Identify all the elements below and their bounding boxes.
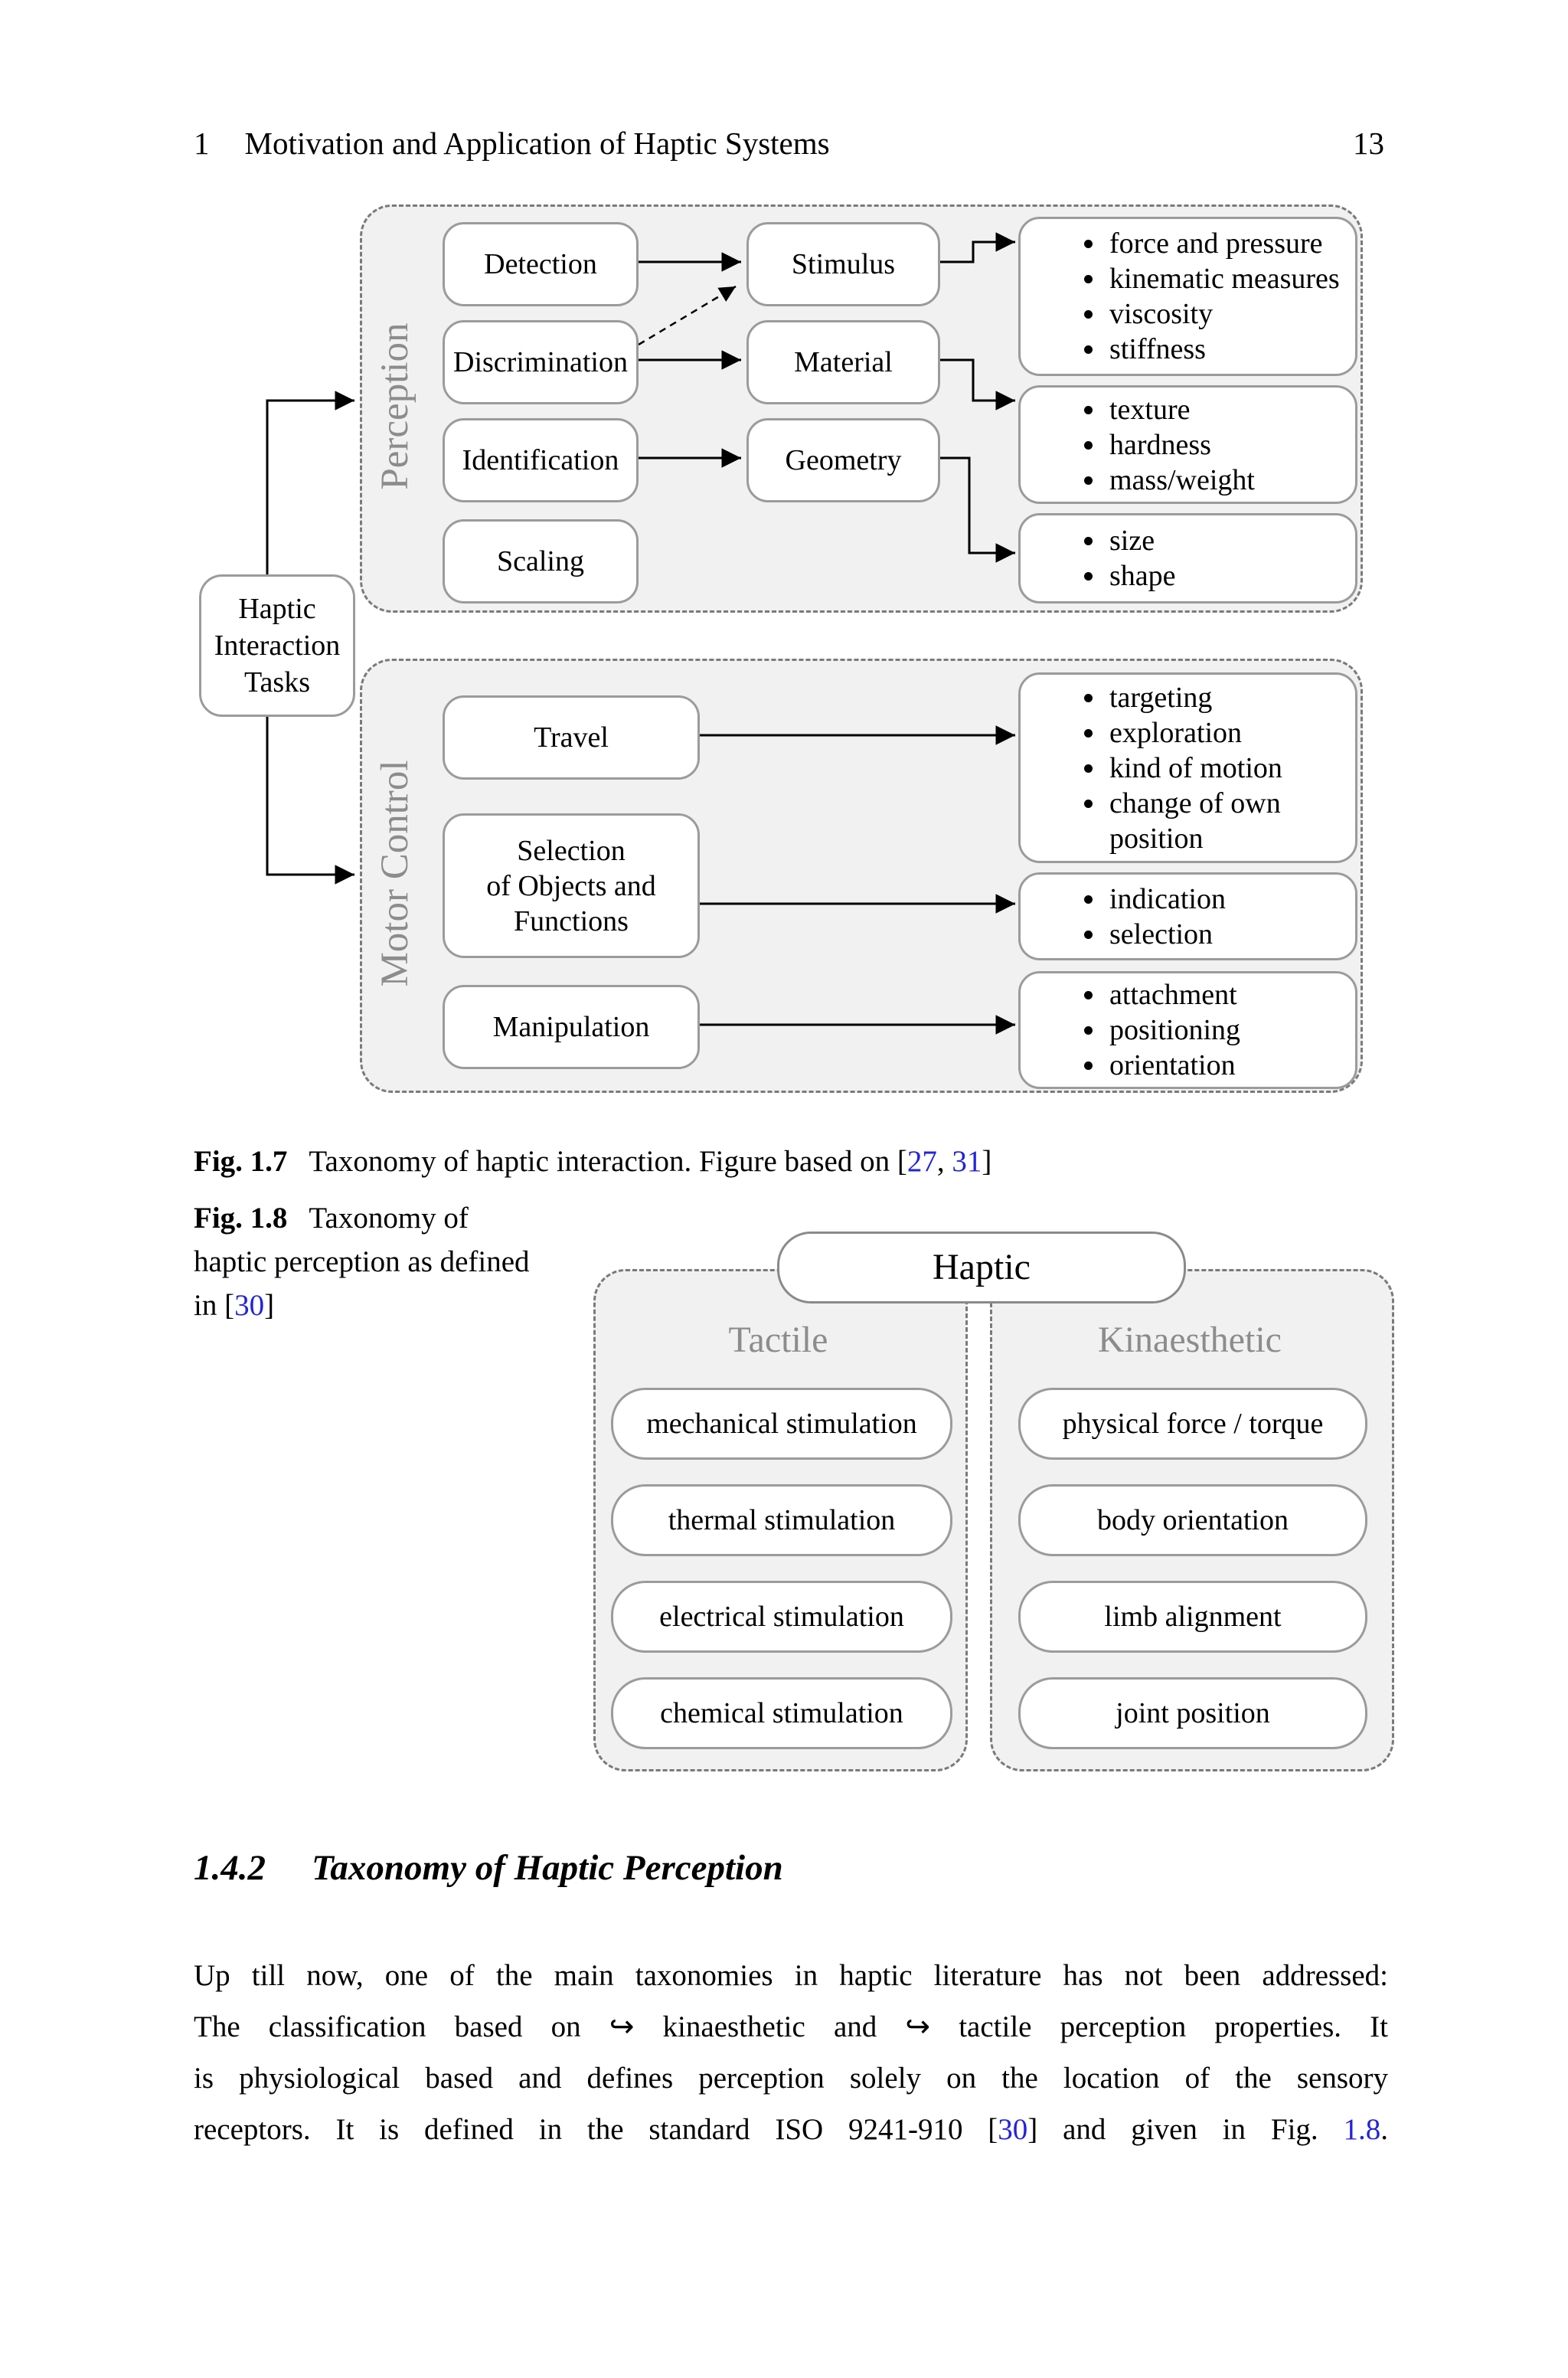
bullet-item: kinematic measures — [1106, 261, 1349, 296]
fig17-caption-text: Taxonomy of haptic interaction. Figure b… — [309, 1145, 907, 1178]
geometry-properties-box: size shape — [1018, 513, 1357, 603]
body-line: Up till now, one of the main taxonomies … — [194, 1959, 1388, 1992]
bullet-item: indication — [1106, 882, 1349, 917]
body-paragraph: Up till now, one of the main taxonomies … — [194, 1950, 1388, 2155]
fig18-caption-text: Taxonomy of — [309, 1202, 469, 1235]
fig18-caption-line1: Fig. 1.8 Taxonomy of — [194, 1196, 530, 1240]
fig18-caption-text: in [ — [194, 1289, 235, 1322]
selection-line: of Objects and — [486, 869, 656, 902]
material-properties-box: texture hardness mass/weight — [1018, 385, 1357, 504]
discrimination-box: Discrimination — [443, 320, 639, 404]
fig18-caption-label: Fig. 1.8 — [194, 1202, 288, 1235]
travel-properties-box: targeting exploration kind of motion cha… — [1018, 672, 1357, 863]
body-text-segment: ] and given in Fig. — [1027, 2113, 1344, 2146]
bullet-item: shape — [1106, 558, 1349, 594]
citation-link-30[interactable]: 30 — [234, 1289, 265, 1322]
body-text-segment: . — [1380, 2113, 1388, 2146]
bullet-item: stiffness — [1106, 332, 1349, 367]
tasks-line: Haptic — [238, 593, 316, 625]
bullet-item: change of own position — [1106, 786, 1349, 856]
body-orientation-box: body orientation — [1018, 1484, 1367, 1556]
bullet-item: force and pressure — [1106, 226, 1349, 261]
selection-box: Selection of Objects and Functions — [443, 813, 700, 958]
section-heading: 1.4.2 Taxonomy of Haptic Perception — [194, 1847, 783, 1889]
fig18-caption-line2: haptic perception as defined — [194, 1245, 530, 1278]
body-line: The classification based on ↪ kinaesthet… — [194, 2010, 1388, 2043]
bullet-item: positioning — [1106, 1012, 1349, 1048]
body-line: receptors. It is defined in the standard… — [194, 2104, 1388, 2155]
tasks-to-perception-arrow — [266, 391, 354, 574]
haptic-interaction-tasks-box: Haptic Interaction Tasks — [199, 574, 355, 717]
bullet-list: attachment positioning orientation — [1021, 977, 1355, 1083]
selection-line: Functions — [514, 904, 629, 937]
limb-alignment-box: limb alignment — [1018, 1581, 1367, 1653]
kinaesthetic-heading: Kinaesthetic — [1098, 1320, 1282, 1360]
physical-force-torque-box: physical force / torque — [1018, 1388, 1367, 1460]
chemical-stimulation-box: chemical stimulation — [611, 1677, 952, 1749]
bullet-item: size — [1106, 523, 1349, 558]
manipulation-properties-box: attachment positioning orientation — [1018, 971, 1357, 1089]
tasks-line: Tasks — [243, 666, 310, 698]
bullet-item: mass/weight — [1106, 463, 1349, 498]
selection-line: Selection — [517, 834, 626, 867]
page-number: 13 — [1353, 126, 1384, 161]
haptic-root-box: Haptic — [777, 1232, 1186, 1303]
chapter-number: 1 — [194, 126, 210, 161]
figure-link-1-8[interactable]: 1.8 — [1343, 2113, 1381, 2146]
manipulation-box: Manipulation — [443, 985, 700, 1069]
fig17-caption-label: Fig. 1.7 — [194, 1145, 288, 1178]
detection-box: Detection — [443, 222, 639, 306]
bullet-item: hardness — [1106, 427, 1349, 463]
citation-link-27[interactable]: 27 — [906, 1145, 937, 1178]
selection-properties-box: indication selection — [1018, 872, 1357, 960]
perception-rotated-label: Perception — [374, 322, 416, 490]
stimulus-box: Stimulus — [746, 222, 940, 306]
fig17-caption-close: ] — [982, 1145, 992, 1178]
citation-link-30-body[interactable]: 30 — [998, 2113, 1028, 2146]
bullet-list: force and pressure kinematic measures vi… — [1021, 226, 1355, 367]
bullet-list: size shape — [1021, 523, 1355, 594]
fig17-caption: Fig. 1.7 Taxonomy of haptic interaction. … — [194, 1140, 991, 1183]
tasks-line: Interaction — [214, 630, 341, 662]
bullet-item: orientation — [1106, 1048, 1349, 1083]
fig18-caption: Fig. 1.8 Taxonomy of haptic perception as… — [194, 1196, 530, 1327]
bullet-item: kind of motion — [1106, 751, 1349, 786]
section-title: Taxonomy of Haptic Perception — [312, 1848, 783, 1888]
identification-box: Identification — [443, 418, 639, 502]
bullet-item: exploration — [1106, 715, 1349, 751]
electrical-stimulation-box: electrical stimulation — [611, 1581, 952, 1653]
motor-control-rotated-label: Motor Control — [374, 760, 416, 987]
fig17-caption-sep: , — [936, 1145, 952, 1178]
body-line: is physiological based and defines perce… — [194, 2062, 1388, 2095]
bullet-list: targeting exploration kind of motion cha… — [1021, 680, 1355, 856]
bullet-item: texture — [1106, 392, 1349, 427]
bullet-item: targeting — [1106, 680, 1349, 715]
stimulus-properties-box: force and pressure kinematic measures vi… — [1018, 217, 1357, 376]
bullet-list: indication selection — [1021, 882, 1355, 952]
joint-position-box: joint position — [1018, 1677, 1367, 1749]
bullet-item: viscosity — [1106, 296, 1349, 332]
citation-link-31[interactable]: 31 — [952, 1145, 982, 1178]
fig18-caption-line3: in [30] — [194, 1284, 530, 1327]
body-text-segment: receptors. It is defined in the standard… — [194, 2113, 998, 2146]
travel-box: Travel — [443, 695, 700, 780]
geometry-box: Geometry — [746, 418, 940, 502]
chapter-title: Motivation and Application of Haptic Sys… — [244, 126, 830, 161]
running-header: 1 Motivation and Application of Haptic Sy… — [194, 125, 830, 162]
mechanical-stimulation-box: mechanical stimulation — [611, 1388, 952, 1460]
tactile-heading: Tactile — [728, 1320, 828, 1360]
scaling-box: Scaling — [443, 519, 639, 603]
bullet-list: texture hardness mass/weight — [1021, 392, 1355, 498]
fig18-caption-close: ] — [264, 1289, 275, 1322]
tasks-to-motor-arrow — [266, 712, 354, 885]
bullet-item: selection — [1106, 917, 1349, 952]
section-number: 1.4.2 — [194, 1848, 266, 1888]
material-box: Material — [746, 320, 940, 404]
thermal-stimulation-box: thermal stimulation — [611, 1484, 952, 1556]
bullet-item: attachment — [1106, 977, 1349, 1012]
